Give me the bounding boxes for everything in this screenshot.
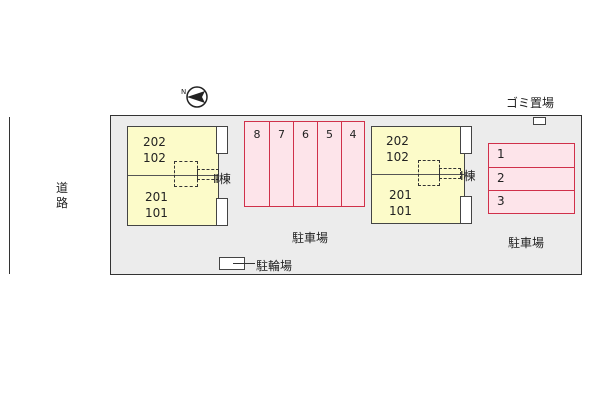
garbage-label: ゴミ置場 — [506, 96, 555, 110]
parking-stall: 7 — [270, 122, 294, 206]
stall-number: 8 — [253, 128, 261, 141]
bicycle-parking-leader — [233, 263, 255, 264]
stall-number: 6 — [302, 128, 309, 141]
bicycle-parking-label: 駐輪場 — [256, 259, 293, 273]
parking-stall: 1 — [489, 144, 574, 168]
building-1-unit-202: 202 — [386, 134, 409, 148]
building-1-entrance-bottom — [460, 196, 472, 224]
building-2-unit-202: 202 — [143, 135, 166, 149]
parking-stall: 8 — [245, 122, 270, 206]
parking-left-label: 駐車場 — [292, 231, 329, 245]
parking-right-label: 駐車場 — [508, 236, 545, 250]
building-2-entrance-bottom — [216, 198, 228, 226]
parking-stall: 2 — [489, 168, 574, 191]
parking-left: 8 7 6 5 4 — [244, 121, 365, 207]
building-2-upper-row — [128, 127, 218, 176]
parking-stall: 4 — [342, 122, 364, 206]
building-1-entrance-top — [460, 126, 472, 154]
building-2-entrance-top — [216, 126, 228, 154]
building-1-corridor — [439, 168, 461, 179]
stall-number: 3 — [497, 194, 505, 208]
compass-letter: N — [181, 88, 186, 96]
parking-stall: 6 — [294, 122, 318, 206]
building-2-stair — [174, 161, 198, 187]
building-1-unit-201: 201 — [389, 188, 412, 202]
building-1-unit-102: 102 — [386, 150, 409, 164]
building-1-name: Ⅰ棟 — [460, 169, 476, 183]
parking-stall: 5 — [318, 122, 342, 206]
building-2-name: Ⅱ棟 — [213, 172, 231, 186]
parking-right: 1 2 3 — [488, 143, 575, 214]
stall-number: 4 — [349, 128, 357, 141]
stall-number: 7 — [278, 128, 285, 141]
building-2 — [127, 126, 219, 226]
building-2-unit-101: 101 — [145, 206, 168, 220]
road-label: 道路 — [55, 181, 68, 210]
building-1-stair — [418, 160, 440, 186]
parking-stall: 3 — [489, 191, 574, 213]
road-line — [9, 117, 10, 274]
stall-number: 1 — [497, 147, 505, 161]
building-1-unit-101: 101 — [389, 204, 412, 218]
north-compass-icon: N — [181, 86, 208, 108]
stall-number: 5 — [326, 128, 333, 141]
building-2-unit-201: 201 — [145, 190, 168, 204]
garbage-box — [533, 117, 546, 125]
building-2-unit-102: 102 — [143, 151, 166, 165]
building-2-corridor — [197, 169, 219, 180]
stall-number: 2 — [497, 171, 505, 185]
